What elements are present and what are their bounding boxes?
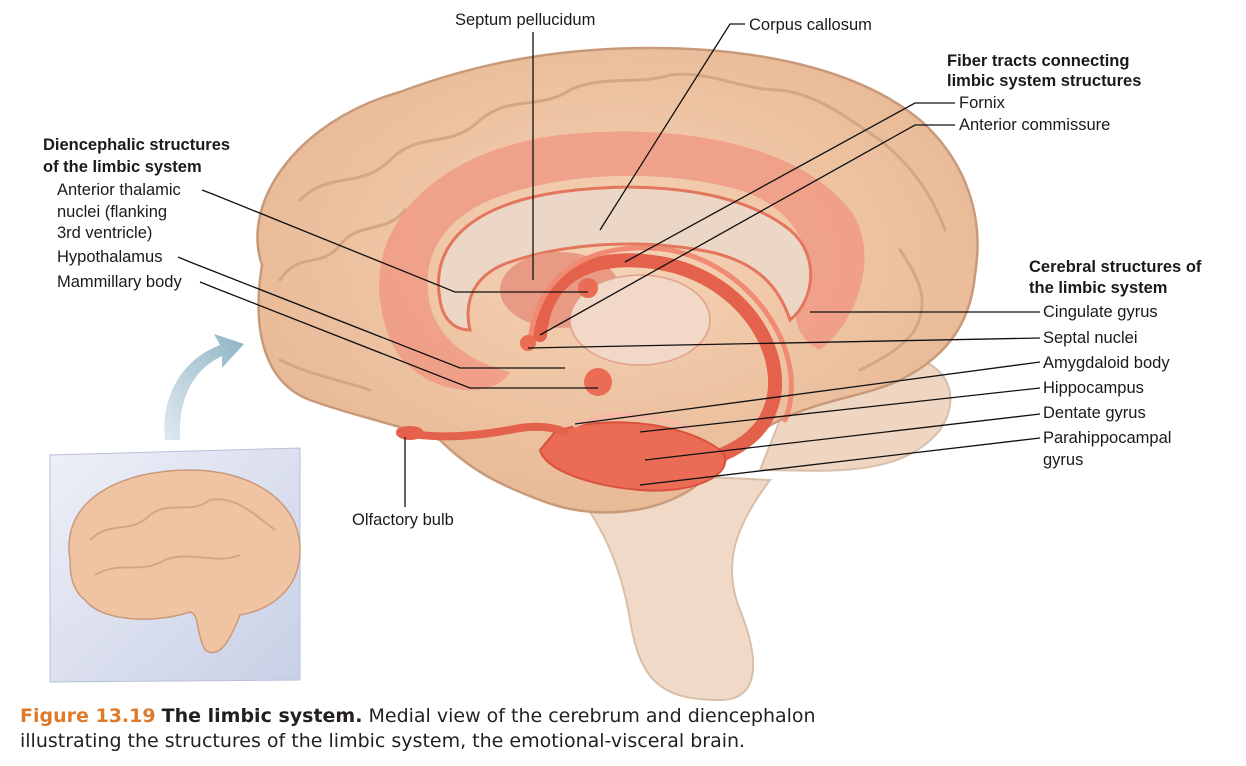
caption-figure-number: Figure 13.19: [20, 705, 156, 727]
heading-diencephalic-line2: of the limbic system: [43, 158, 202, 176]
label-olfactory-bulb: Olfactory bulb: [352, 511, 454, 529]
fornix-and-hippocampus: [396, 245, 794, 492]
label-anterior-commissure: Anterior commissure: [959, 116, 1111, 134]
orientation-arrow-icon: [164, 334, 244, 440]
label-septum-pellucidum: Septum pellucidum: [455, 11, 596, 29]
label-amygdaloid-body: Amygdaloid body: [1043, 354, 1170, 372]
label-fornix: Fornix: [959, 94, 1005, 112]
label-anterior-thalamic-line2: nuclei (flanking: [57, 203, 168, 221]
label-anterior-thalamic-line3: 3rd ventricle): [57, 224, 153, 242]
figure-caption: Figure 13.19 The limbic system. Medial v…: [20, 704, 1220, 754]
label-parahippocampal-line1: Parahippocampal: [1043, 429, 1172, 447]
heading-cerebral-line2: the limbic system: [1029, 279, 1168, 297]
heading-diencephalic-line1: Diencephalic structures: [43, 136, 231, 154]
label-cingulate-gyrus: Cingulate gyrus: [1043, 303, 1158, 321]
cingulate-gyrus-band: [379, 131, 865, 391]
label-septal-nuclei: Septal nuclei: [1043, 329, 1138, 347]
caption-title: The limbic system.: [161, 705, 363, 727]
heading-fiber-tracts-line1: Fiber tracts connecting: [947, 52, 1130, 70]
caption-text-line2: illustrating the structures of the limbi…: [20, 730, 746, 752]
label-mammillary-body: Mammillary body: [57, 273, 182, 291]
label-hypothalamus: Hypothalamus: [57, 248, 163, 266]
label-corpus-callosum: Corpus callosum: [749, 16, 872, 34]
label-parahippocampal-line2: gyrus: [1043, 451, 1084, 469]
caption-text-line1: Medial view of the cerebrum and dienceph…: [368, 705, 816, 727]
orientation-inset: [49, 447, 301, 683]
label-hippocampus: Hippocampus: [1043, 379, 1144, 397]
label-dentate-gyrus: Dentate gyrus: [1043, 404, 1146, 422]
heading-fiber-tracts-line2: limbic system structures: [947, 72, 1142, 90]
heading-cerebral-line1: Cerebral structures of: [1029, 258, 1202, 276]
label-anterior-thalamic-line1: Anterior thalamic: [57, 181, 181, 199]
leader-lines: [177, 23, 1041, 507]
